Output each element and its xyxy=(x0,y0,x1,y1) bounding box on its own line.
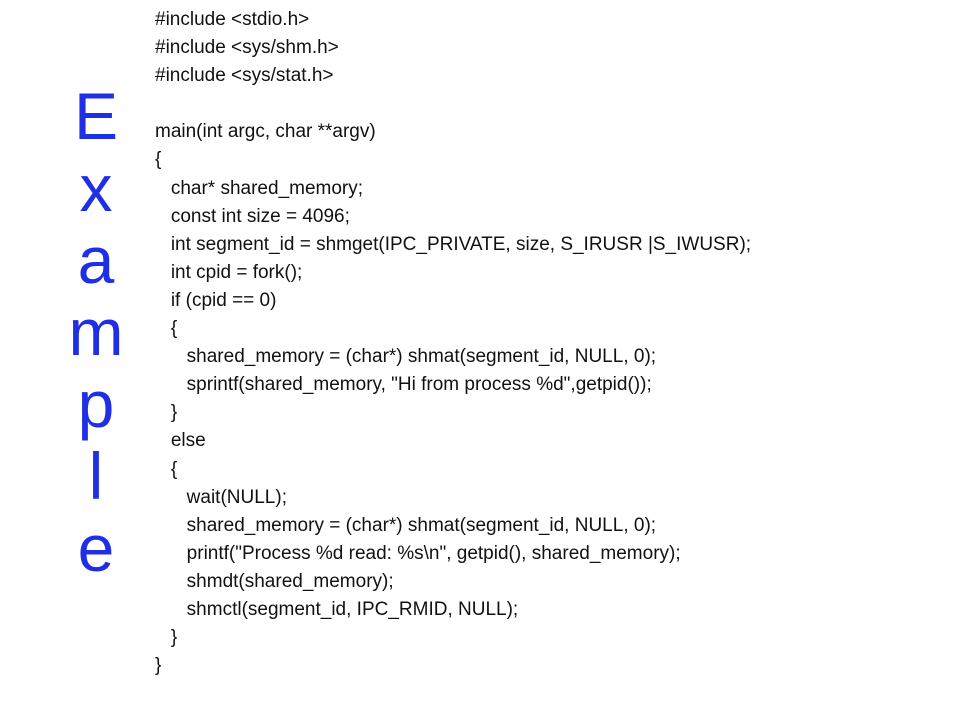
code-line: { xyxy=(155,318,178,340)
code-line: shmdt(shared_memory); xyxy=(155,570,394,592)
code-line: } xyxy=(155,402,178,424)
code-line: } xyxy=(155,627,178,649)
title-letter: a xyxy=(77,223,115,297)
code-line: char* shared_memory; xyxy=(155,177,364,199)
title-letter: e xyxy=(77,511,115,585)
title-letter: p xyxy=(77,367,115,441)
code-line: shmctl(segment_id, IPC_RMID, NULL); xyxy=(155,598,519,620)
code-line: int segment_id = shmget(IPC_PRIVATE, siz… xyxy=(155,233,752,255)
code-line: wait(NULL); xyxy=(155,486,287,508)
title-letter: l xyxy=(88,439,104,513)
code-line: } xyxy=(155,655,162,677)
code-line: if (cpid == 0) xyxy=(155,289,277,311)
code-line: sprintf(shared_memory, "Hi from process … xyxy=(155,374,652,396)
code-line: main(int argc, char **argv) xyxy=(155,121,376,143)
slide-title: E x a m p l e xyxy=(56,80,136,584)
code-line: { xyxy=(155,149,162,171)
title-letter: m xyxy=(68,295,124,369)
code-line: #include <stdio.h> xyxy=(155,9,310,30)
title-letter: x xyxy=(79,151,113,225)
code-line: shared_memory = (char*) shmat(segment_id… xyxy=(155,346,657,368)
code-line: printf("Process %d read: %s\n", getpid()… xyxy=(155,542,681,564)
code-line: shared_memory = (char*) shmat(segment_id… xyxy=(155,514,657,536)
code-line: #include <sys/shm.h> xyxy=(155,37,339,59)
code-line: int cpid = fork(); xyxy=(155,261,303,283)
code-line: else xyxy=(155,430,206,452)
code-line xyxy=(155,90,751,118)
title-letter: E xyxy=(73,79,119,153)
code-line: const int size = 4096; xyxy=(155,205,350,227)
code-line: { xyxy=(155,458,178,480)
code-line: #include <sys/stat.h> xyxy=(155,65,334,87)
code-listing: #include <stdio.h> #include <sys/shm.h> … xyxy=(155,6,751,680)
